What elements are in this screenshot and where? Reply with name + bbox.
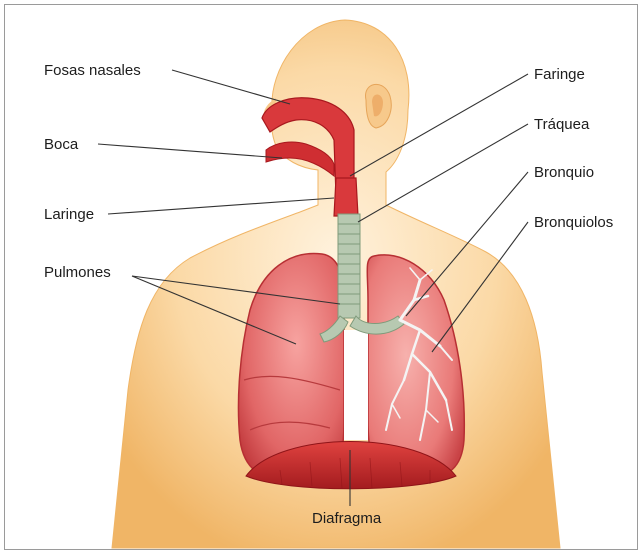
label-bronquio: Bronquio bbox=[534, 164, 594, 182]
leader-fosas-nasales bbox=[172, 70, 290, 104]
label-fosas-nasales: Fosas nasales bbox=[44, 62, 141, 80]
upper-airway bbox=[262, 98, 358, 216]
label-boca: Boca bbox=[44, 136, 78, 154]
label-pulmones: Pulmones bbox=[44, 264, 111, 282]
label-laringe: Laringe bbox=[44, 206, 94, 224]
label-faringe: Faringe bbox=[534, 66, 585, 84]
label-diafragma: Diafragma bbox=[312, 510, 381, 528]
label-traquea: Tráquea bbox=[534, 116, 589, 134]
leader-boca bbox=[98, 144, 282, 158]
label-bronquiolos: Bronquiolos bbox=[534, 214, 613, 232]
